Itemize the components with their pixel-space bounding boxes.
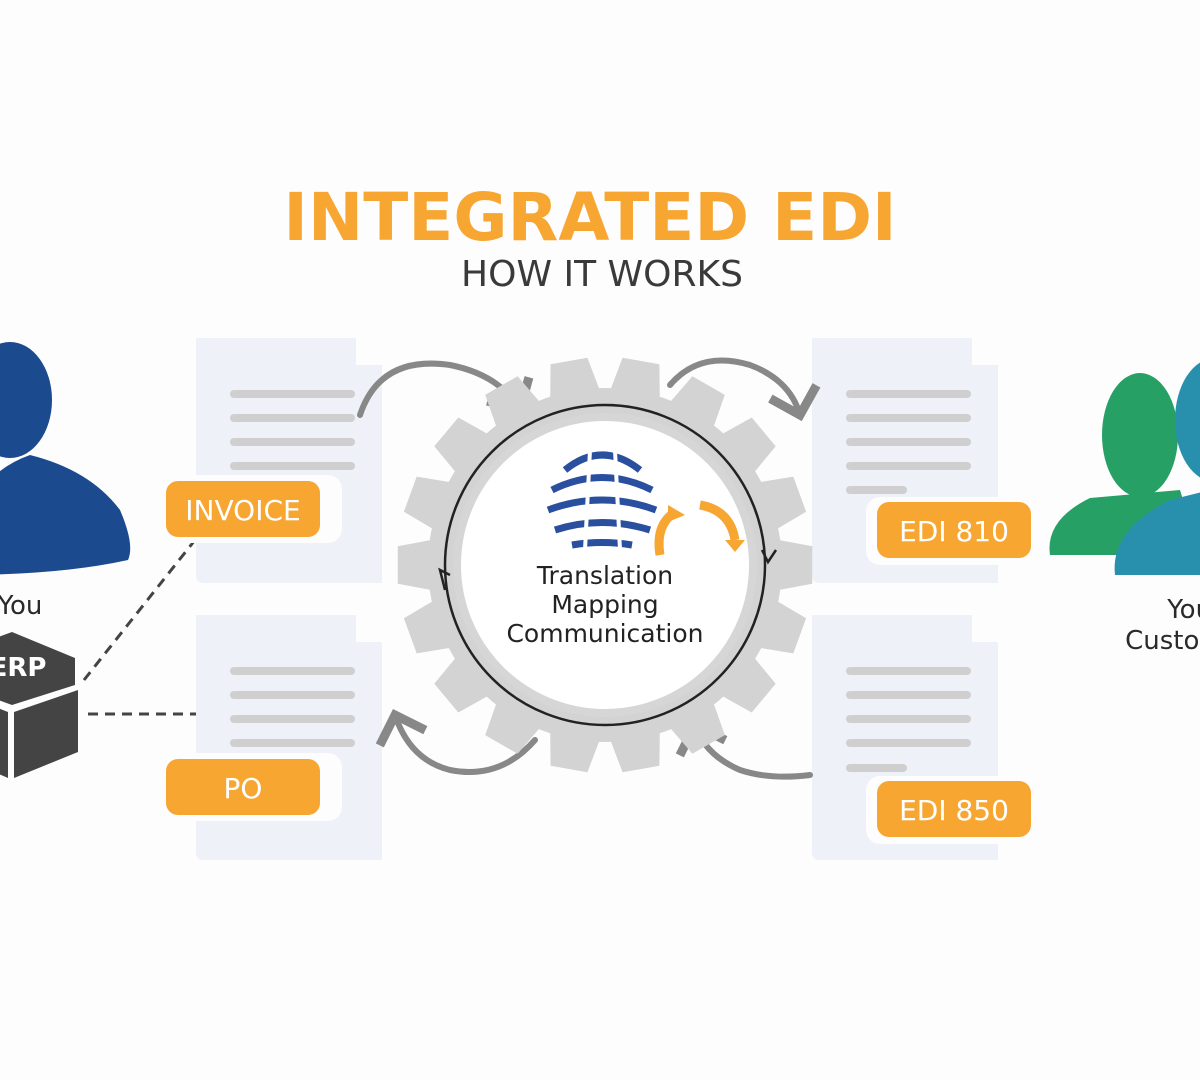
edi-850-label-badge: EDI 850	[866, 776, 1038, 844]
page-title: INTEGRATED EDI	[283, 179, 896, 256]
gear-line-communication: Communication	[506, 619, 703, 648]
erp-box-icon: ERP	[0, 632, 78, 778]
you-person-icon	[0, 342, 131, 575]
you-label: You	[0, 591, 42, 621]
globe-logo-icon	[546, 439, 745, 556]
edi-810-label-badge: EDI 810	[866, 497, 1038, 565]
invoice-label-badge: INVOICE	[160, 475, 342, 543]
svg-text:EDI 810: EDI 810	[899, 515, 1009, 548]
po-document-icon	[196, 615, 382, 860]
erp-label: ERP	[0, 653, 46, 683]
gear-line-translation: Translation	[536, 561, 673, 590]
svg-text:EDI 850: EDI 850	[899, 794, 1009, 827]
svg-text:INVOICE: INVOICE	[185, 494, 300, 527]
customers-label-line1: Your	[1166, 595, 1200, 625]
invoice-document-icon	[196, 338, 382, 583]
gear-line-mapping: Mapping	[551, 590, 658, 619]
page-subtitle: HOW IT WORKS	[461, 254, 743, 295]
po-label-badge: PO	[160, 753, 342, 821]
svg-text:PO: PO	[224, 772, 263, 805]
erp-connector-lines	[82, 539, 230, 716]
customers-label-line2: Customers	[1125, 626, 1200, 656]
customers-icon	[1049, 362, 1200, 575]
